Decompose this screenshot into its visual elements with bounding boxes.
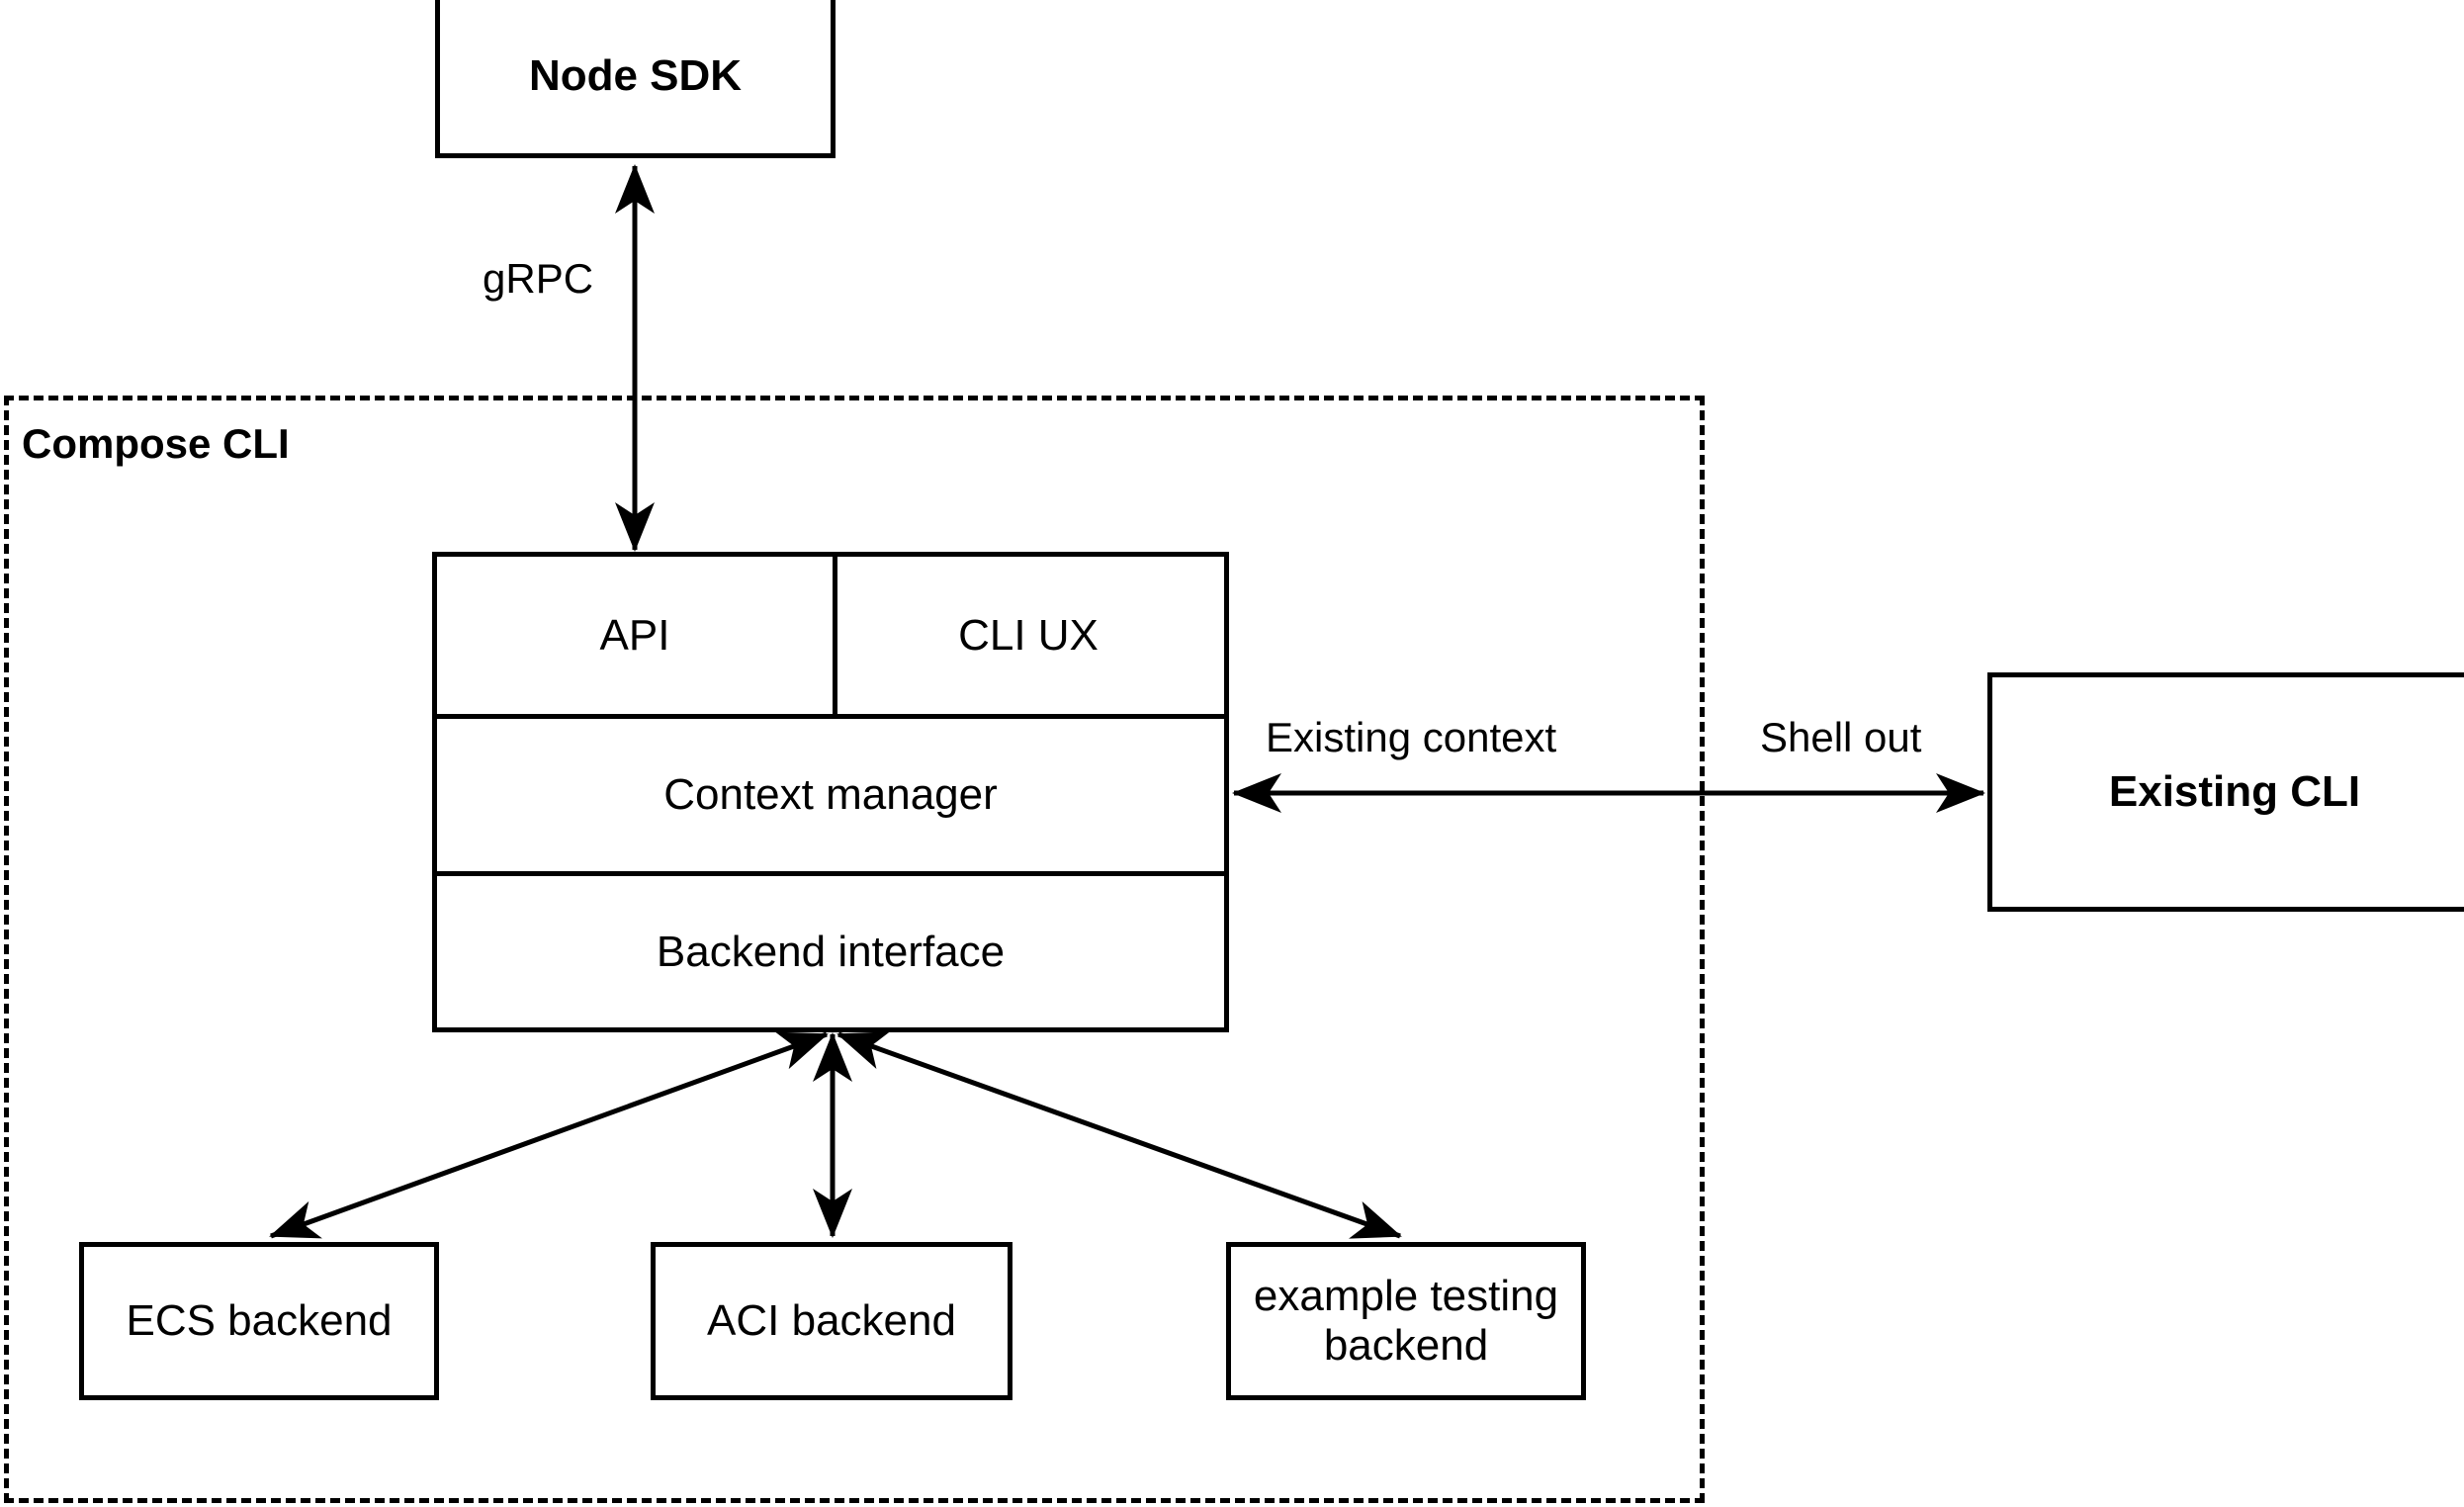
edge-label-shell-out: Shell out bbox=[1760, 714, 1922, 760]
edge-label-existing-context: Existing context bbox=[1266, 714, 1557, 760]
compose-cli-stack: API CLI UX Context manager Backend inter… bbox=[432, 552, 1229, 1032]
example-testing-backend-label-line2: backend bbox=[1323, 1321, 1489, 1370]
compose-cli-group-label: Compose CLI bbox=[22, 420, 290, 467]
node-sdk-box[interactable]: Node SDK bbox=[435, 0, 836, 158]
ecs-backend-box[interactable]: ECS backend bbox=[79, 1242, 439, 1400]
example-testing-backend-label-line1: example testing bbox=[1253, 1271, 1559, 1320]
existing-cli-box[interactable]: Existing CLI bbox=[1987, 672, 2464, 912]
stack-cell-context-manager[interactable]: Context manager bbox=[663, 770, 998, 819]
stack-divider-top bbox=[437, 714, 1224, 719]
stack-cell-backend-interface[interactable]: Backend interface bbox=[656, 927, 1006, 976]
edge-label-grpc: gRPC bbox=[483, 255, 594, 302]
stack-cell-api[interactable]: API bbox=[599, 610, 670, 660]
stack-cell-cli-ux[interactable]: CLI UX bbox=[958, 610, 1099, 660]
edge-backend-to-ecs bbox=[269, 1031, 829, 1239]
aci-backend-box[interactable]: ACI backend bbox=[651, 1242, 1012, 1400]
edge-backend-to-example bbox=[836, 1031, 1402, 1239]
stack-divider-middle bbox=[437, 871, 1224, 876]
example-testing-backend-box[interactable]: example testing backend bbox=[1226, 1242, 1586, 1400]
stack-divider-api-cliux bbox=[833, 557, 837, 714]
compose-cli-group-box bbox=[4, 396, 1705, 1503]
